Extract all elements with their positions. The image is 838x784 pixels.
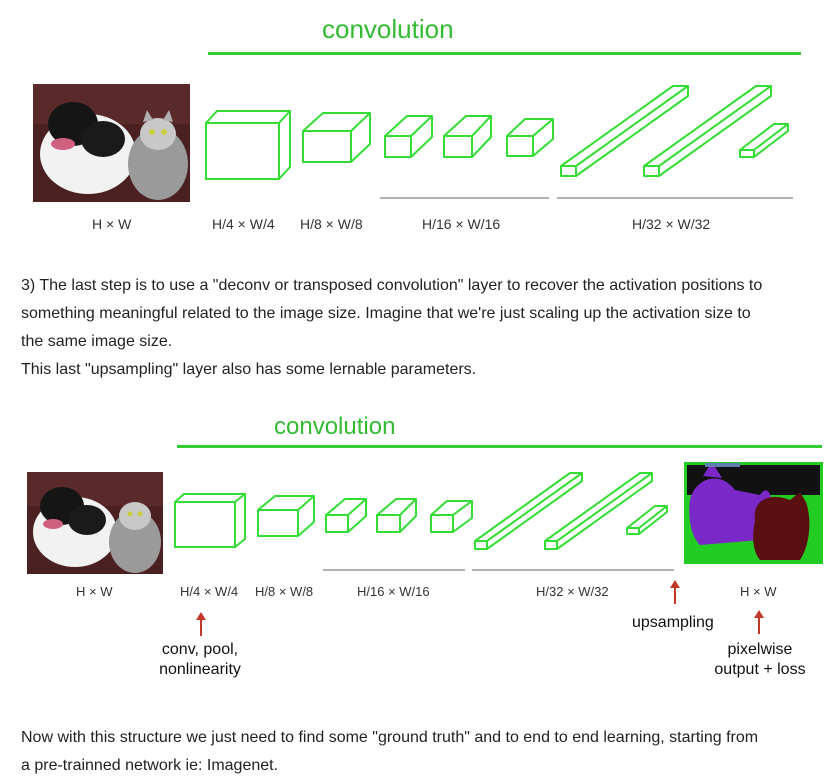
- diagram2-label-h8: H/8 × W/8: [255, 584, 314, 599]
- diagram1-label-input: H × W: [92, 216, 132, 232]
- layer-h4-block: [205, 110, 291, 180]
- segmentation-output-image: [684, 462, 823, 564]
- annotation-pix-line2: output + loss: [714, 661, 806, 678]
- diagram1-label-h8: H/8 × W/8: [300, 216, 363, 232]
- annotation-conv-pool: conv, pool, nonlinearity: [150, 640, 250, 680]
- diagram2-h32-guide: [472, 569, 674, 571]
- diagram2-label-h16: H/16 × W/16: [357, 584, 430, 599]
- annotation-conv-line1: conv, pool,: [161, 641, 239, 658]
- layer2-h8-block: [257, 495, 315, 537]
- diagram1-label-h4: H/4 × W/4: [212, 216, 275, 232]
- paragraph-ground-truth-line2: a pre-trainned network ie: Imagenet.: [21, 757, 279, 774]
- annotation-pixelwise: pixelwise output + loss: [708, 640, 812, 680]
- layer-h32-bar-1: [560, 85, 689, 177]
- paragraph-deconv-line2: something meaningful related to the imag…: [21, 305, 751, 322]
- diagram1-h16-guide: [380, 197, 549, 199]
- layer-h32-bar-3: [739, 123, 789, 158]
- diagram2-label-h4: H/4 × W/4: [180, 584, 239, 599]
- diagram1-label-h16: H/16 × W/16: [422, 216, 501, 232]
- layer-h16-block-3: [506, 118, 554, 157]
- paragraph-ground-truth: Now with this structure we just need to …: [21, 724, 836, 780]
- paragraph-deconv: 3) The last step is to use a "deconv or …: [21, 272, 836, 384]
- photo-illustration: [33, 84, 190, 202]
- layer2-h32-bar-3: [626, 505, 668, 535]
- red-up-arrow-icon: [196, 612, 206, 636]
- paragraph-deconv-line1: 3) The last step is to use a "deconv or …: [21, 277, 763, 294]
- diagram1-title: convolution: [322, 14, 454, 44]
- layer2-h32-bar-1: [474, 472, 583, 550]
- annotation-pix-line1: pixelwise: [727, 641, 793, 658]
- diagram1-convolution-bar: [208, 52, 801, 55]
- layer2-h16-block-3: [430, 500, 473, 533]
- diagram2-convolution-bar: [177, 445, 822, 448]
- paragraph-deconv-line4: This last "upsampling" layer also has so…: [21, 361, 477, 378]
- diagram1-h32-guide: [557, 197, 793, 199]
- diagram2-title: convolution: [274, 413, 396, 440]
- layer-h8-block: [302, 112, 371, 163]
- layer2-h4-block: [174, 493, 246, 548]
- diagram1-layers: [205, 85, 789, 180]
- annotation-conv-line2: nonlinearity: [159, 661, 241, 678]
- layer2-h32-bar-2: [544, 472, 653, 550]
- diagram2-label-output: H × W: [740, 584, 777, 599]
- paragraph-deconv-line3: the same image size.: [21, 333, 173, 350]
- diagram2-label-h32: H/32 × W/32: [536, 584, 609, 599]
- red-up-arrow-icon: [754, 610, 764, 634]
- diagram2-label-input: H × W: [76, 584, 113, 599]
- layer-h32-bar-2: [643, 85, 772, 177]
- annotation-upsampling: upsampling: [632, 614, 714, 631]
- paragraph-ground-truth-line1: Now with this structure we just need to …: [21, 729, 759, 746]
- red-up-arrow-icon: [670, 580, 680, 604]
- input-photo-dog-cat: [33, 84, 190, 202]
- input-photo-dog-cat-2: [27, 472, 163, 574]
- layer-h16-block-2: [443, 115, 492, 158]
- diagram2-h16-guide: [323, 569, 465, 571]
- layer2-h16-block-2: [376, 498, 417, 533]
- diagram1-label-h32: H/32 × W/32: [632, 216, 711, 232]
- photo-illustration-2: [27, 472, 163, 574]
- layer2-h16-block-1: [325, 498, 367, 533]
- layer-h16-block-1: [384, 115, 433, 158]
